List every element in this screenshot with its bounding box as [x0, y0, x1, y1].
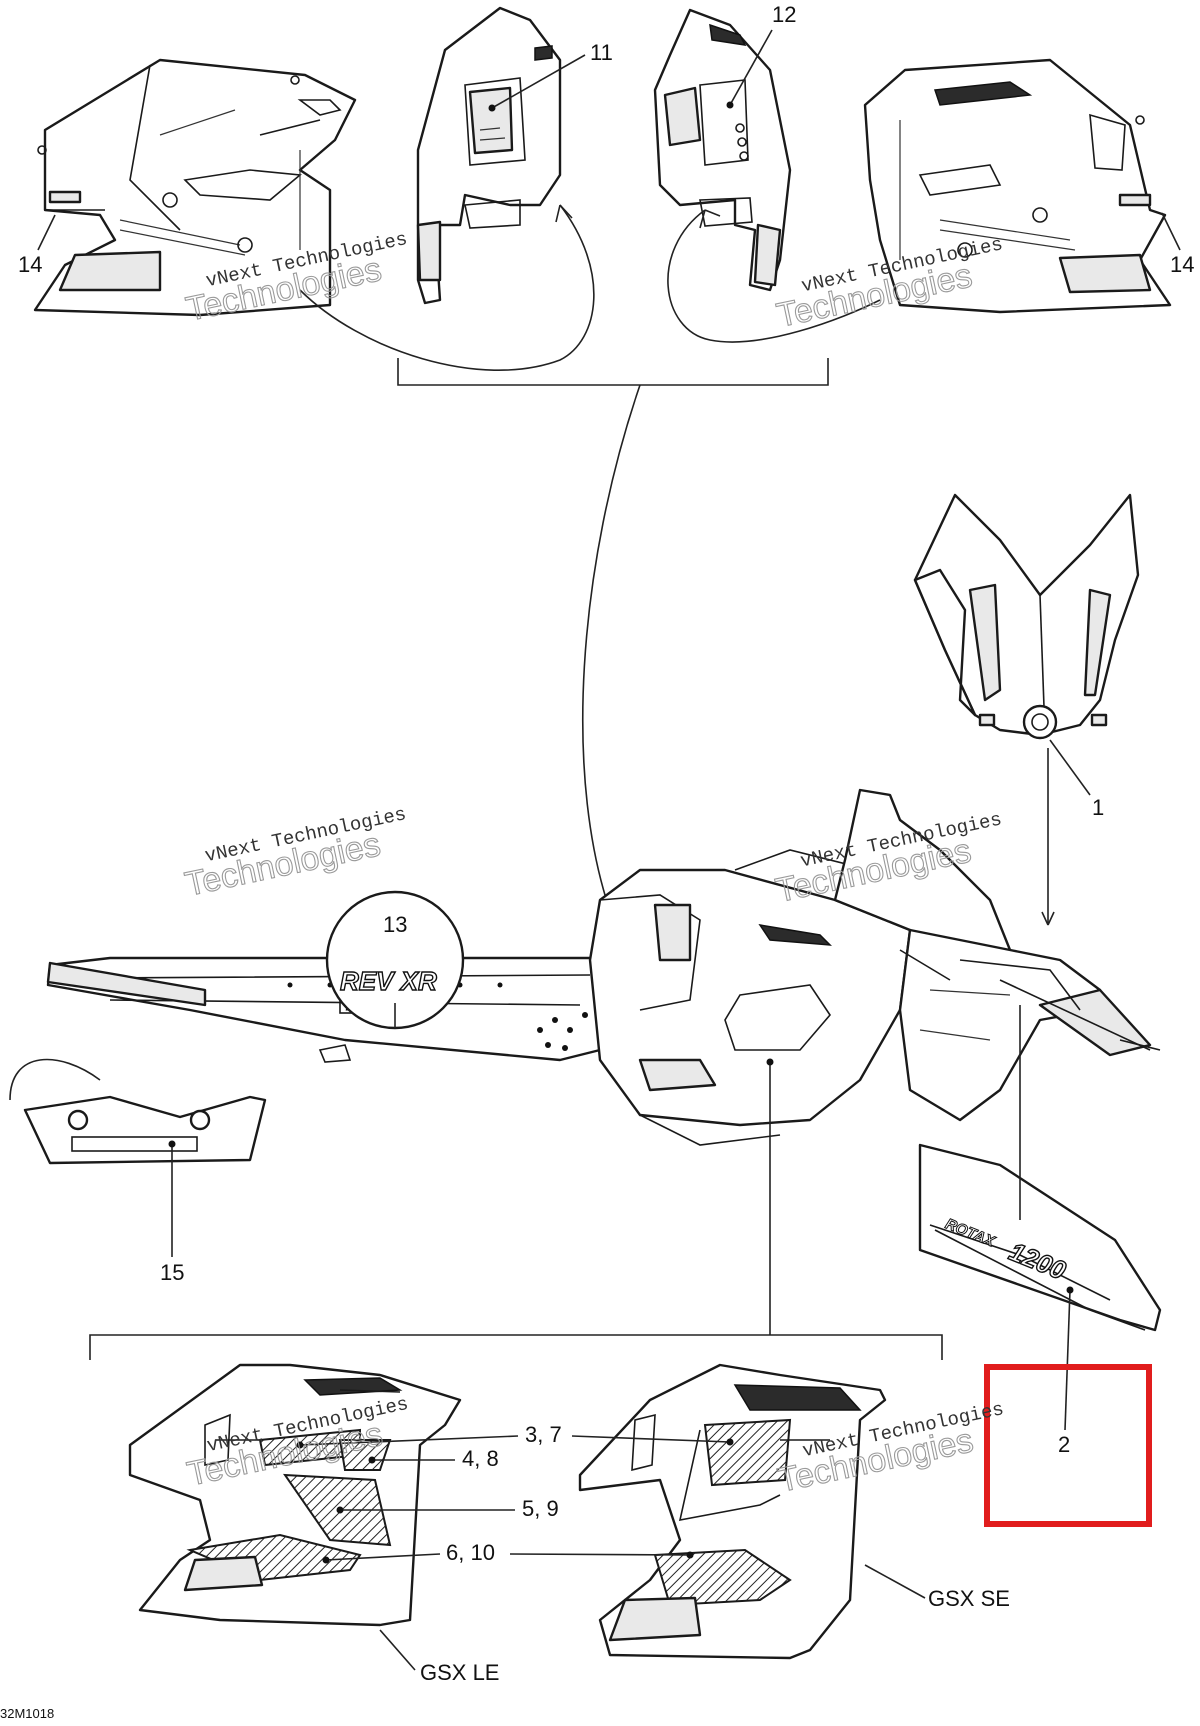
diagram-code: 32M1018	[0, 1706, 54, 1721]
top-group-bracket	[397, 358, 829, 386]
curve-arrow-11-to-14	[299, 204, 595, 371]
watermark-mid-left: vNext Technologies Technologies	[181, 803, 408, 904]
callout-14-right: 14	[1170, 252, 1194, 277]
curve-arrow-12-to-14	[667, 209, 881, 343]
callout-14-left: 14	[18, 252, 42, 277]
variant-gsx-se: GSX SE	[928, 1586, 1010, 1611]
callout-15: 15	[160, 1260, 184, 1285]
callout-11: 11	[590, 40, 613, 65]
rotax-panel-part-2[interactable]: ROTAX 1200	[918, 1143, 1162, 1332]
leader-12	[729, 29, 773, 106]
rear-flap-15[interactable]	[23, 1095, 267, 1165]
arrow-to-main-body	[581, 384, 641, 926]
right-inner-panel-12[interactable]	[653, 8, 792, 292]
curve-arrow-15	[9, 1058, 101, 1101]
right-side-panel-top[interactable]	[863, 58, 1172, 314]
leader-3-7-left	[299, 1435, 519, 1446]
left-inner-panel-11[interactable]	[416, 6, 562, 305]
leader-1	[1049, 739, 1091, 796]
callout-6-10: 6, 10	[446, 1540, 495, 1565]
lower-group-bracket	[89, 1334, 943, 1360]
callout-2: 2	[1058, 1432, 1070, 1457]
highlight-box[interactable]	[984, 1364, 1152, 1527]
leader-2	[1064, 1289, 1071, 1431]
leader-gsx-se	[864, 1564, 926, 1599]
leader-3-7-right	[571, 1435, 731, 1443]
leader-6-10-right	[509, 1553, 691, 1556]
left-side-panel-top[interactable]	[33, 58, 357, 317]
rev-xr-decal-13[interactable]: REV XR	[325, 890, 465, 1030]
gsx-se-panel[interactable]	[578, 1363, 887, 1660]
callout-4-8: 4, 8	[462, 1446, 499, 1471]
main-snowmobile-body[interactable]: REV XR	[46, 788, 1161, 1146]
leader-14-right	[1161, 212, 1181, 251]
leader-14-left	[37, 214, 56, 251]
leader-11	[491, 54, 586, 109]
callout-13: 13	[383, 912, 407, 937]
rev-xr-logo: REV XR	[340, 966, 437, 996]
se-decal-6-10	[653, 1548, 792, 1607]
variant-gsx-le: GSX LE	[420, 1660, 499, 1685]
leader-gsx-le	[379, 1629, 416, 1671]
le-decal-4-8	[338, 1439, 392, 1471]
callout-1: 1	[1092, 795, 1104, 820]
callout-5-9: 5, 9	[522, 1496, 559, 1521]
leader-6-10-left	[325, 1553, 441, 1561]
callout-12: 12	[772, 2, 796, 27]
se-decal-3-7	[703, 1418, 792, 1487]
gsx-le-panel[interactable]	[128, 1363, 462, 1627]
hood-part-1[interactable]	[913, 493, 1140, 740]
callout-3-7: 3, 7	[525, 1422, 562, 1447]
